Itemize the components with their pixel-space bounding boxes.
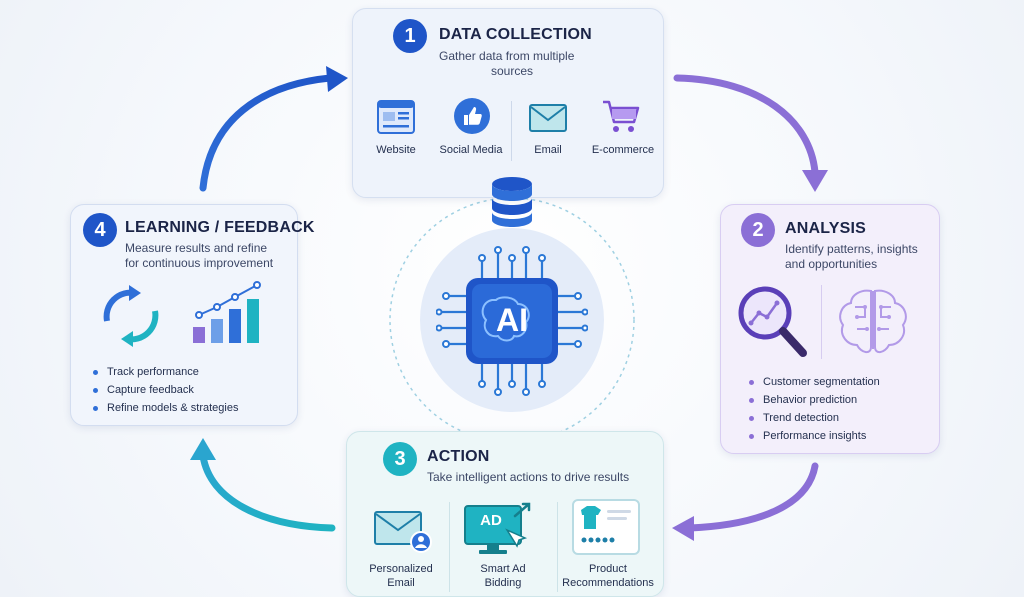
card-action: 3 ACTION Take intelligent actions to dri… bbox=[346, 431, 664, 597]
ai-label: AI bbox=[496, 302, 528, 338]
list-item: Track performance bbox=[93, 363, 238, 381]
personalized-email-icon bbox=[374, 511, 432, 553]
step-description: Measure results and refine for continuou… bbox=[125, 241, 274, 270]
source-label-website: Website bbox=[376, 144, 416, 156]
list-item: Customer segmentation bbox=[749, 373, 880, 391]
shopping-cart-icon bbox=[603, 100, 640, 132]
thumbs-up-icon bbox=[454, 98, 490, 134]
brain-icon bbox=[839, 289, 907, 353]
divider bbox=[511, 101, 512, 161]
step-number-badge: 2 bbox=[741, 213, 775, 247]
database-icon bbox=[492, 177, 532, 227]
bar-chart-growth-icon bbox=[193, 281, 261, 343]
product-recommendations-icon bbox=[572, 499, 640, 555]
feedback-bullet-list: Track performance Capture feedback Refin… bbox=[93, 363, 238, 417]
step-title: ACTION bbox=[427, 448, 490, 465]
ai-chip-icon bbox=[436, 246, 588, 396]
card-learning-feedback: 4 LEARNING / FEEDBACK Measure results an… bbox=[70, 204, 314, 426]
browser-window-icon bbox=[377, 100, 415, 134]
list-item: Performance insights bbox=[749, 427, 880, 445]
divider bbox=[449, 502, 450, 592]
arrow-collection-to-analysis bbox=[673, 74, 819, 176]
step-description: Gather data from multiple sources bbox=[439, 49, 575, 78]
step-title: LEARNING / FEEDBACK bbox=[125, 219, 315, 236]
ad-text: AD bbox=[480, 512, 502, 529]
divider bbox=[557, 502, 558, 592]
step-description: Identify patterns, insights and opportun… bbox=[785, 242, 918, 271]
step-description: Take intelligent actions to drive result… bbox=[427, 470, 630, 484]
list-item: Trend detection bbox=[749, 409, 880, 427]
smart-ad-bidding-icon bbox=[464, 502, 531, 554]
list-item: Behavior prediction bbox=[749, 391, 880, 409]
card-data-collection: 1 DATA COLLECTION Gather data from multi… bbox=[352, 8, 664, 198]
magnifier-chart-icon bbox=[738, 286, 807, 357]
analysis-bullet-list: Customer segmentation Behavior predictio… bbox=[749, 373, 880, 445]
list-item: Capture feedback bbox=[93, 381, 238, 399]
arrow-feedback-to-collection bbox=[199, 74, 334, 192]
cycle-arrows-icon bbox=[103, 285, 159, 347]
step-title: DATA COLLECTION bbox=[439, 26, 592, 43]
step-number-badge: 1 bbox=[393, 19, 427, 53]
arrow-analysis-to-action bbox=[686, 462, 819, 532]
source-label-ecommerce: E-commerce bbox=[591, 144, 655, 156]
source-label-social-media: Social Media bbox=[439, 144, 503, 156]
card-analysis: 2 ANALYSIS Identify patterns, insights a… bbox=[720, 204, 940, 454]
step-title: ANALYSIS bbox=[785, 220, 867, 237]
step-number-badge: 4 bbox=[83, 213, 117, 247]
arrow-action-to-feedback bbox=[199, 452, 336, 532]
list-item: Refine models & strategies bbox=[93, 399, 238, 417]
step-number-badge: 3 bbox=[383, 442, 417, 476]
divider bbox=[821, 285, 822, 359]
envelope-icon bbox=[529, 104, 567, 132]
source-label-email: Email bbox=[534, 144, 562, 156]
